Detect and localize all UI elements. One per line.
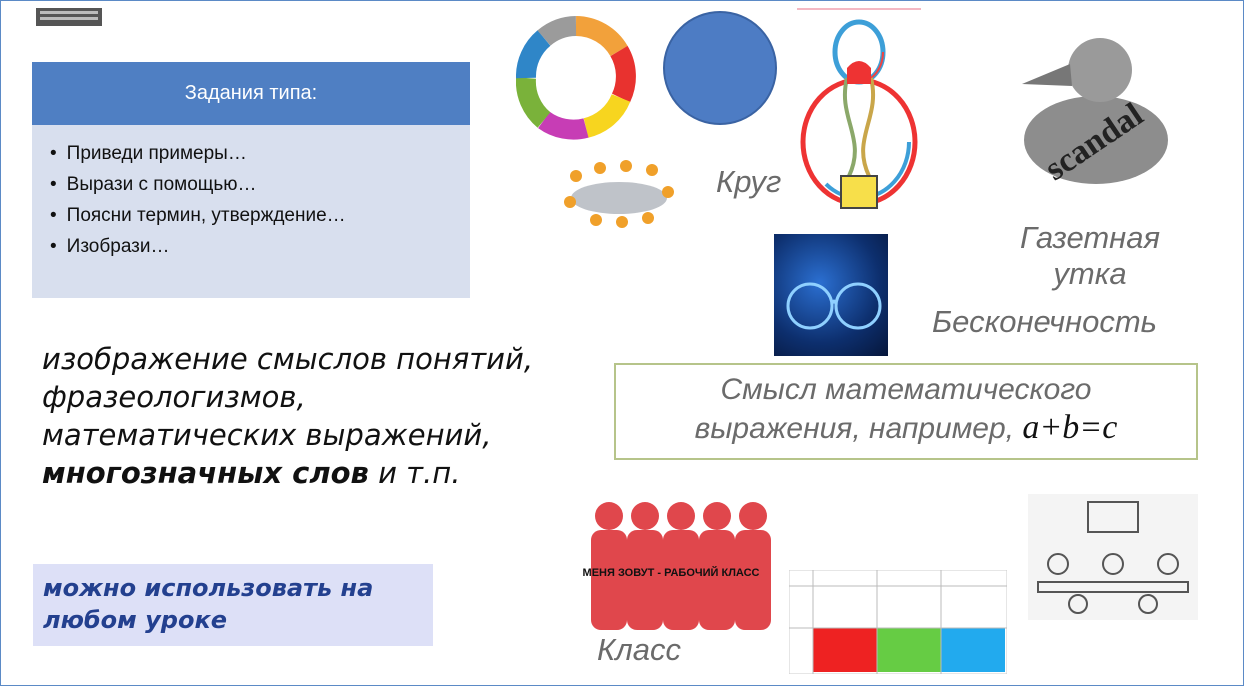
infinity-glasses-image [774,234,888,356]
working-class-image: МЕНЯ ЗОВУТ - РАБОЧИЙ КЛАСС [583,502,771,630]
classification-table-image [789,570,1007,674]
main-text-bold: многозначных слов [42,456,369,490]
slide-thumbnail-strip [36,8,102,26]
round-table-people-icon [564,160,674,228]
label-klass: Класс [597,632,681,667]
arrow-cycle-icon [516,16,636,140]
task-types-title: Задания типа: [32,62,470,125]
math-expression-box: Смысл математического выражения, наприме… [614,363,1198,460]
label-newspaper-duck: Газетная утка [1002,220,1178,292]
task-list: Приведи примеры… Вырази с помощью… Поясн… [32,143,470,258]
blue-circle-shape [663,11,777,125]
math-line1: Смысл математического [720,373,1092,406]
task-types-box: Задания типа: Приведи примеры… Вырази с … [32,62,470,298]
task-item: Вырази с помощью… [50,174,470,196]
math-line2-row: выражения, например, a+b=c [616,409,1196,448]
main-description: изображение смыслов понятий, фразеологиз… [42,340,562,492]
workers-caption: МЕНЯ ЗОВУТ - РАБОЧИЙ КЛАСС [583,566,760,579]
main-text-part2: и т.п. [368,456,461,490]
task-item: Изобрази… [50,236,470,258]
label-gazetnaya: Газетная [1019,220,1161,255]
any-lesson-note: можно использовать на любом уроке [33,564,433,646]
task-item: Поясни термин, утверждение… [50,205,470,227]
label-infinity: Бесконечность [932,304,1157,339]
circulation-diagram-icon [797,8,921,209]
glasses-icon [786,282,882,330]
newspaper-duck-image: scandal [1022,38,1168,188]
math-formula: a+b=c [1022,409,1118,446]
classroom-sketch-image [1028,494,1198,620]
label-utka: утка [1053,256,1127,291]
main-text-part1: изображение смыслов понятий, фразеологиз… [42,342,534,452]
math-line2: выражения, например, [694,412,1014,445]
label-krug: Круг [716,164,782,199]
task-item: Приведи примеры… [50,143,470,165]
